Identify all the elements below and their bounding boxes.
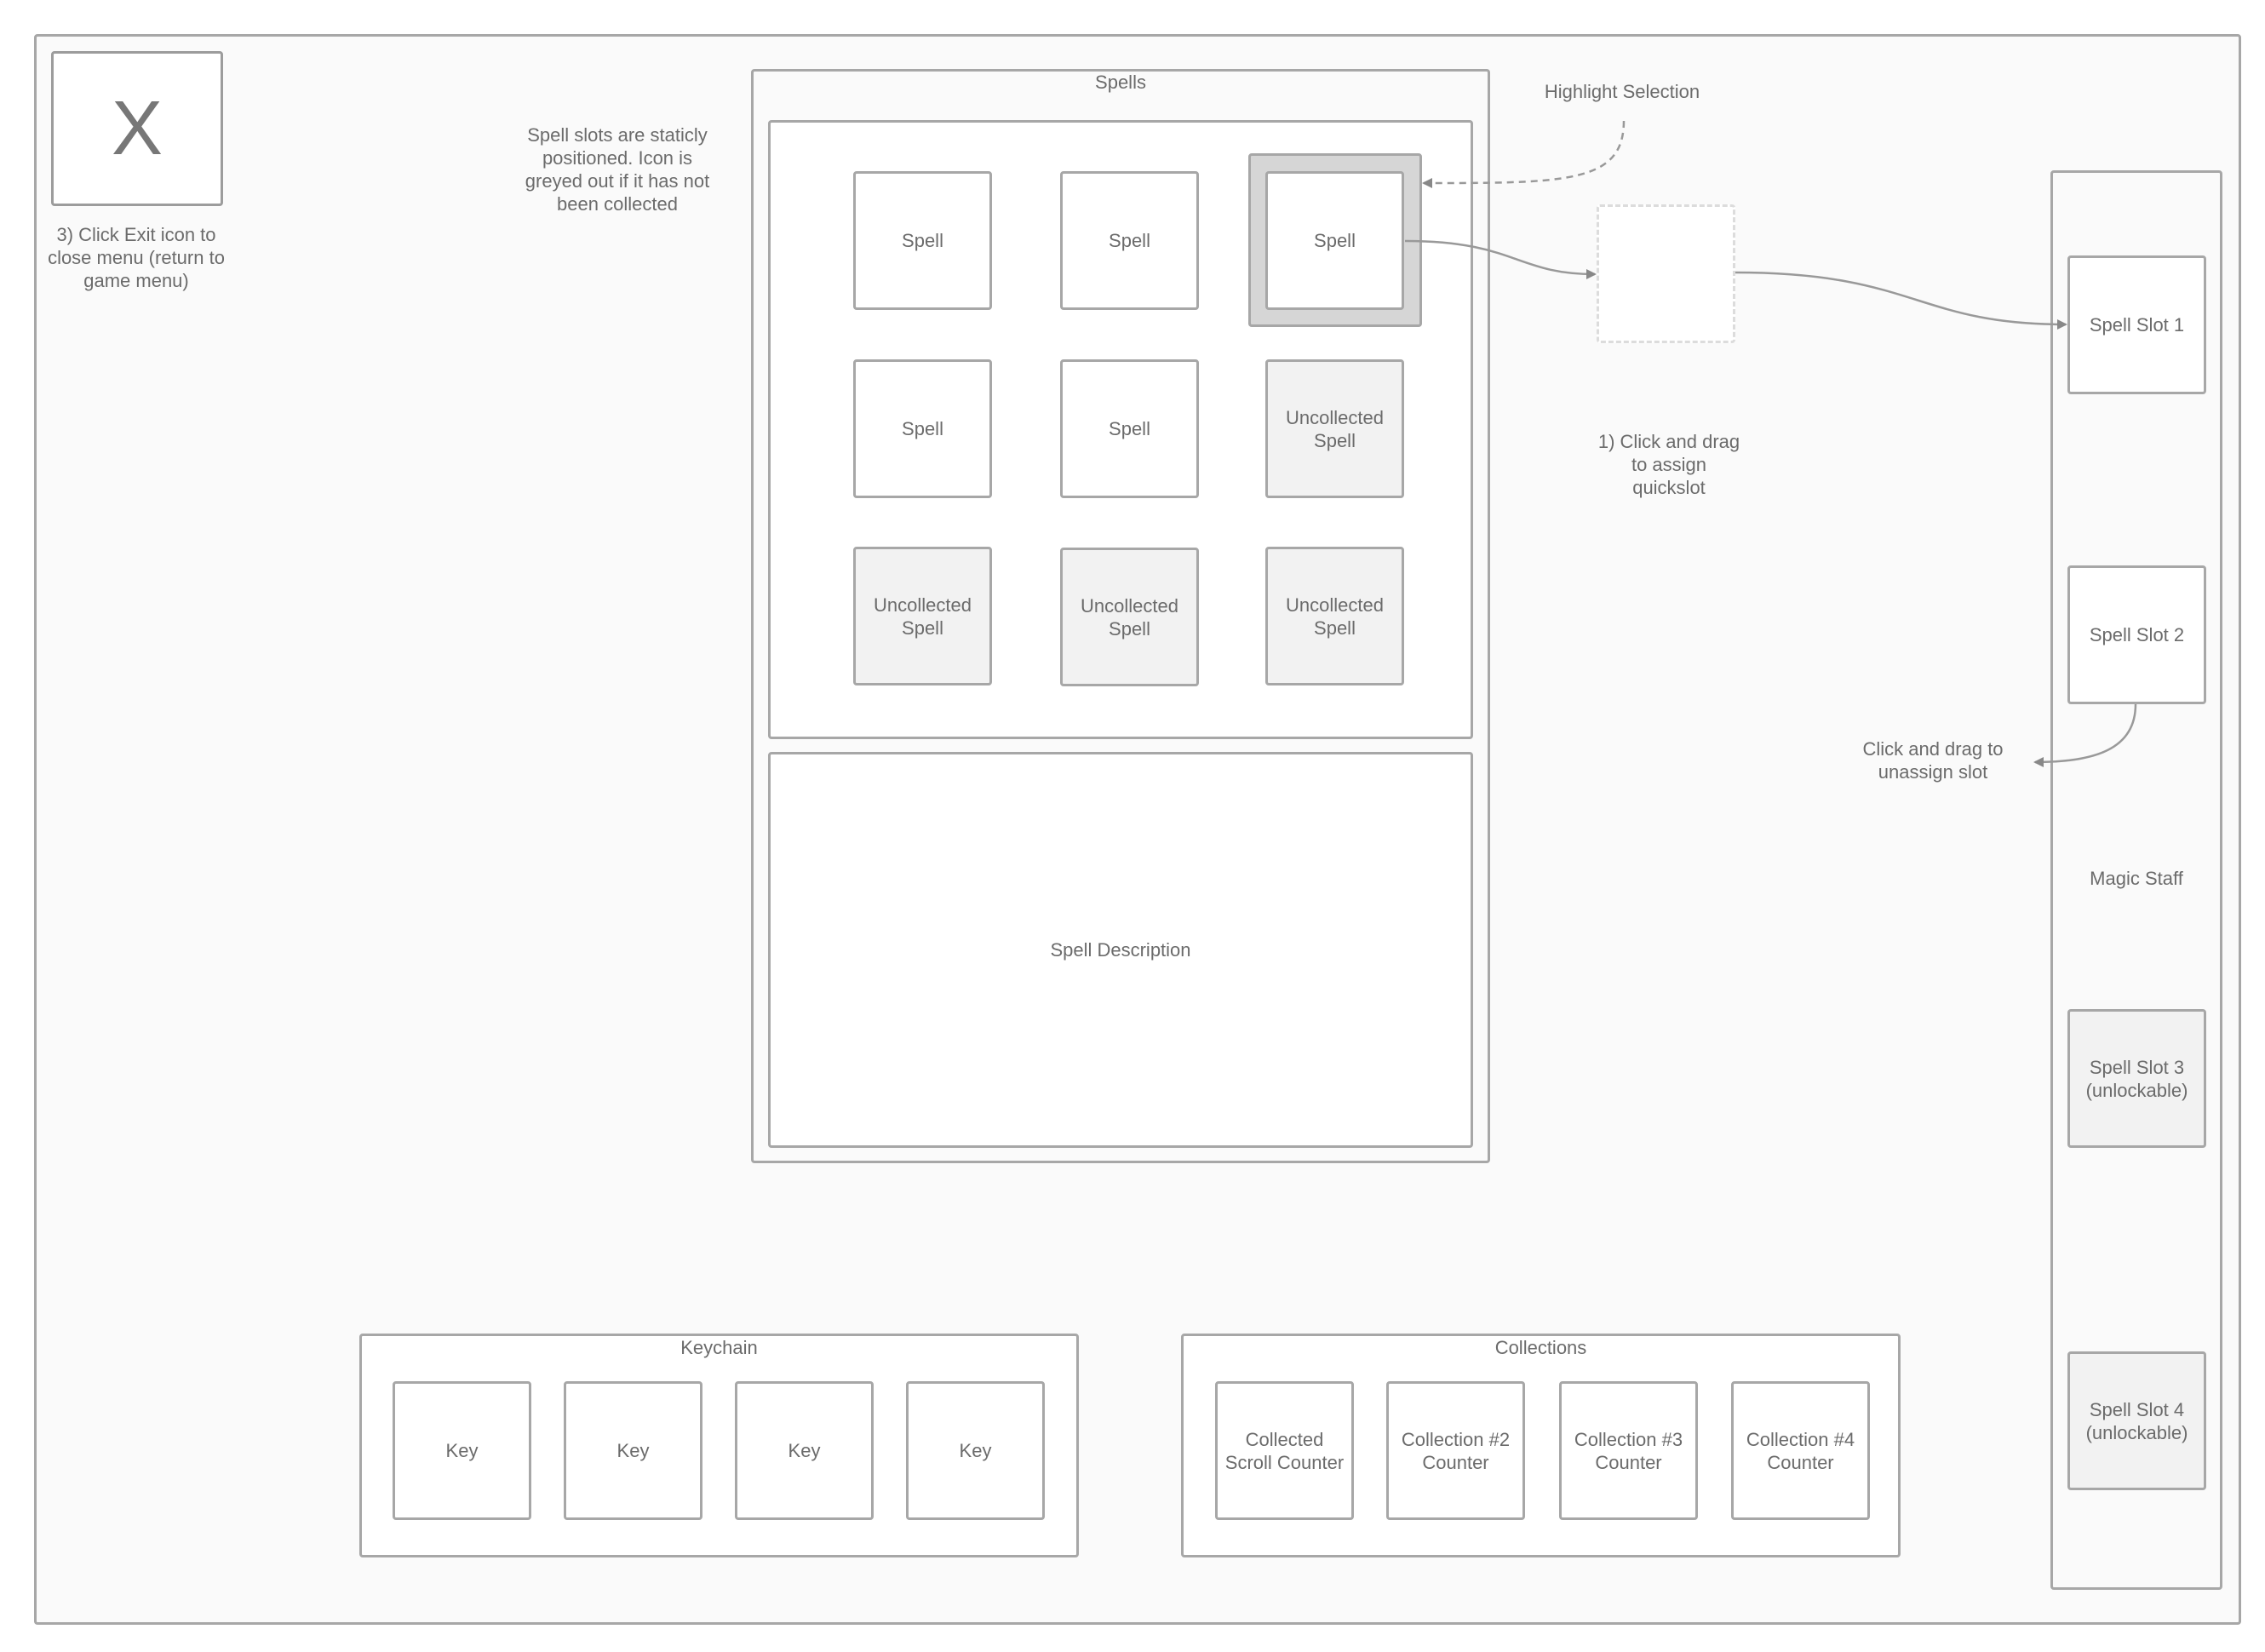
uncollected-spell-tile[interactable]: Uncollected Spell xyxy=(1060,548,1199,686)
collections-title: Collections xyxy=(1494,1337,1587,1358)
spell-tile[interactable]: Spell xyxy=(1060,171,1199,310)
unassign-slot-note: Click and drag to unassign slot xyxy=(1862,738,2004,783)
spell-tile[interactable]: Spell xyxy=(1060,359,1199,498)
magic-staff-label: Magic Staff xyxy=(2090,868,2183,889)
keychain-title: Keychain xyxy=(680,1337,758,1358)
spell-tile[interactable]: Spell xyxy=(853,359,992,498)
collection-counter-tile: Collection #4 Counter xyxy=(1731,1381,1870,1520)
uncollected-spell-tile[interactable]: Uncollected Spell xyxy=(1265,359,1404,498)
spell-tile-selected[interactable]: Spell xyxy=(1265,171,1404,310)
spell-slot-4[interactable]: Spell Slot 4 (unlockable) xyxy=(2067,1351,2206,1490)
key-tile[interactable]: Key xyxy=(735,1381,874,1520)
spell-slots-note: Spell slots are staticly positioned. Ico… xyxy=(525,124,710,215)
uncollected-spell-tile[interactable]: Uncollected Spell xyxy=(853,547,992,685)
collection-counter-tile: Collection #2 Counter xyxy=(1386,1381,1525,1520)
close-icon: X xyxy=(111,85,163,171)
spells-panel-title: Spells xyxy=(1095,72,1146,93)
key-tile[interactable]: Key xyxy=(906,1381,1045,1520)
spell-description-box: Spell Description xyxy=(768,752,1473,1148)
spell-slot-2[interactable]: Spell Slot 2 xyxy=(2067,565,2206,704)
uncollected-spell-tile[interactable]: Uncollected Spell xyxy=(1265,547,1404,685)
collection-counter-tile: Collection #3 Counter xyxy=(1559,1381,1698,1520)
collection-counter-tile: Collected Scroll Counter xyxy=(1215,1381,1354,1520)
highlight-selection-note: Highlight Selection xyxy=(1544,81,1700,102)
spell-tile[interactable]: Spell xyxy=(853,171,992,310)
exit-button[interactable]: X xyxy=(51,51,223,206)
key-tile[interactable]: Key xyxy=(564,1381,702,1520)
exit-note: 3) Click Exit icon to close menu (return… xyxy=(48,224,225,291)
assign-quickslot-note: 1) Click and drag to assign quickslot xyxy=(1597,431,1740,498)
spell-slot-1[interactable]: Spell Slot 1 xyxy=(2067,255,2206,394)
drag-ghost-tile xyxy=(1597,204,1735,343)
spell-slot-3[interactable]: Spell Slot 3 (unlockable) xyxy=(2067,1009,2206,1148)
key-tile[interactable]: Key xyxy=(393,1381,531,1520)
